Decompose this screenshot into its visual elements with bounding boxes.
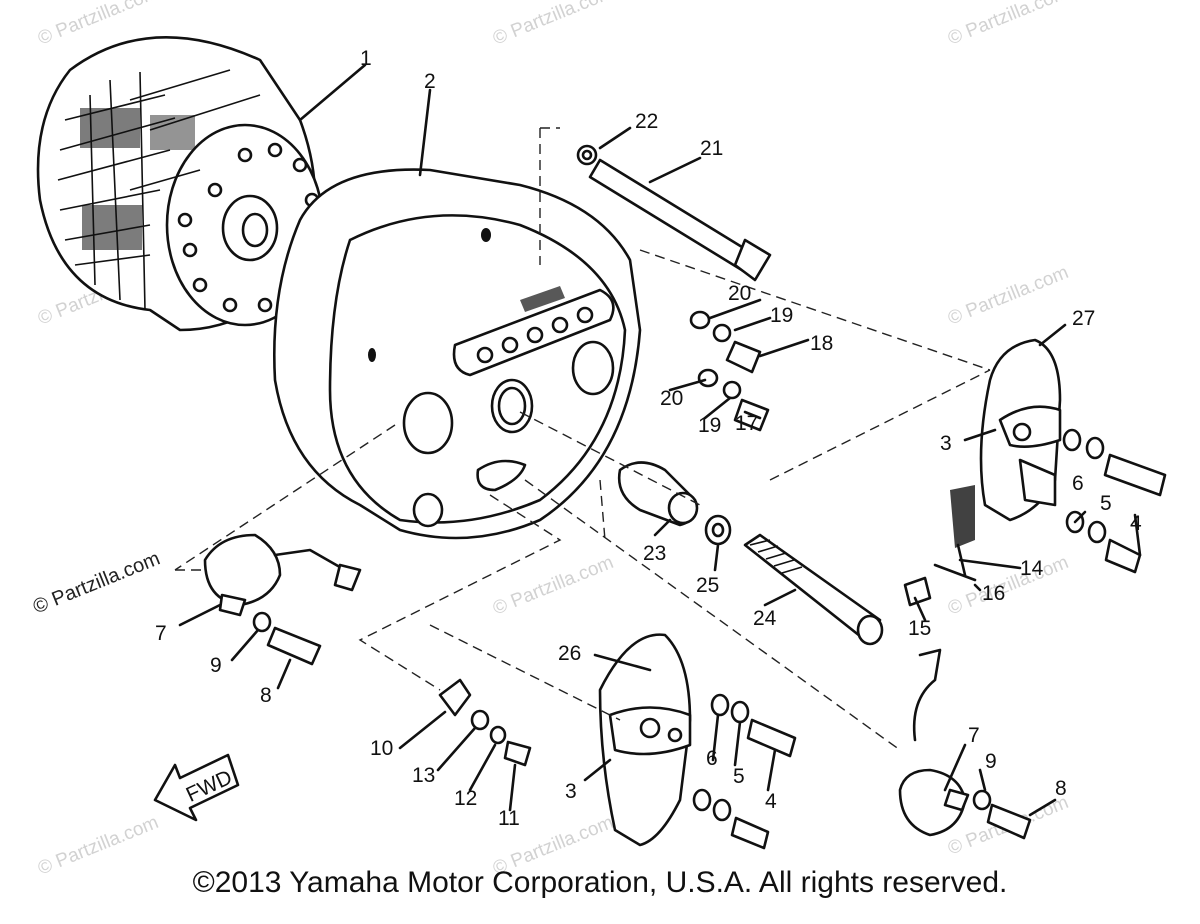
- part-26-breaker-plate: [598, 633, 692, 847]
- assembly-lines: [174, 127, 991, 751]
- callout-7a: 7: [155, 622, 167, 645]
- callout-25: 25: [696, 574, 719, 597]
- callout-17: 17: [735, 412, 758, 435]
- leader-lines: [178, 63, 1142, 817]
- callout-6b: 6: [706, 747, 718, 770]
- callout-6a: 6: [1072, 472, 1084, 495]
- copyright-notice: ©2013 Yamaha Motor Corporation, U.S.A. A…: [192, 866, 1008, 899]
- part-27-breaker-plate: [950, 338, 1062, 577]
- part-18-screw-set: [689, 310, 762, 374]
- callout-9b: 9: [985, 750, 997, 773]
- part-10-bracket: [438, 678, 532, 767]
- callout-13: 13: [412, 764, 435, 787]
- callout-16: 16: [982, 582, 1005, 605]
- callout-14: 14: [1020, 557, 1044, 580]
- callout-21: 21: [700, 137, 723, 160]
- callout-19b: 19: [698, 414, 721, 437]
- callout-27: 27: [1072, 307, 1095, 330]
- callout-24: 24: [753, 607, 777, 630]
- callout-5a: 5: [1100, 492, 1112, 515]
- part-14-15-16-spring: [903, 563, 977, 607]
- callout-3b: 3: [565, 780, 577, 803]
- callout-9a: 9: [210, 654, 222, 677]
- callout-19a: 19: [770, 304, 793, 327]
- callout-numbers: 1 2 3 3 4 4 5 5 6 6 7 7 8 8 9 9 10 11 12…: [155, 47, 1142, 830]
- callout-2: 2: [424, 70, 436, 93]
- part-7-condenser-right: [898, 648, 1032, 840]
- callout-20a: 20: [728, 282, 751, 305]
- part-4-5-6-right-set: [1062, 428, 1167, 574]
- callout-1: 1: [360, 47, 372, 70]
- callout-26: 26: [558, 642, 581, 665]
- callout-10: 10: [370, 737, 393, 760]
- part-23-cam: [617, 461, 699, 527]
- callout-7b: 7: [968, 724, 980, 747]
- part-7-condenser-left: [203, 533, 362, 666]
- fwd-arrow-icon: FWD: [153, 753, 240, 822]
- callout-8a: 8: [260, 684, 272, 707]
- part-24-shaft: [743, 533, 884, 646]
- part-25-washer: [704, 514, 732, 546]
- callout-8b: 8: [1055, 777, 1067, 800]
- part-2-housing: [272, 168, 642, 540]
- callout-5b: 5: [733, 765, 745, 788]
- callout-20b: 20: [660, 387, 683, 410]
- callout-23: 23: [643, 542, 666, 565]
- callout-22: 22: [635, 110, 658, 133]
- part-21-long-bolt: [576, 144, 772, 282]
- callout-12: 12: [454, 787, 477, 810]
- callout-4a: 4: [1130, 512, 1142, 535]
- callout-11: 11: [498, 807, 520, 830]
- callout-4b: 4: [765, 790, 777, 813]
- callout-3a: 3: [940, 432, 952, 455]
- callout-18: 18: [810, 332, 833, 355]
- part-4-5-6-lower-set: [692, 693, 797, 850]
- callout-15: 15: [908, 617, 931, 640]
